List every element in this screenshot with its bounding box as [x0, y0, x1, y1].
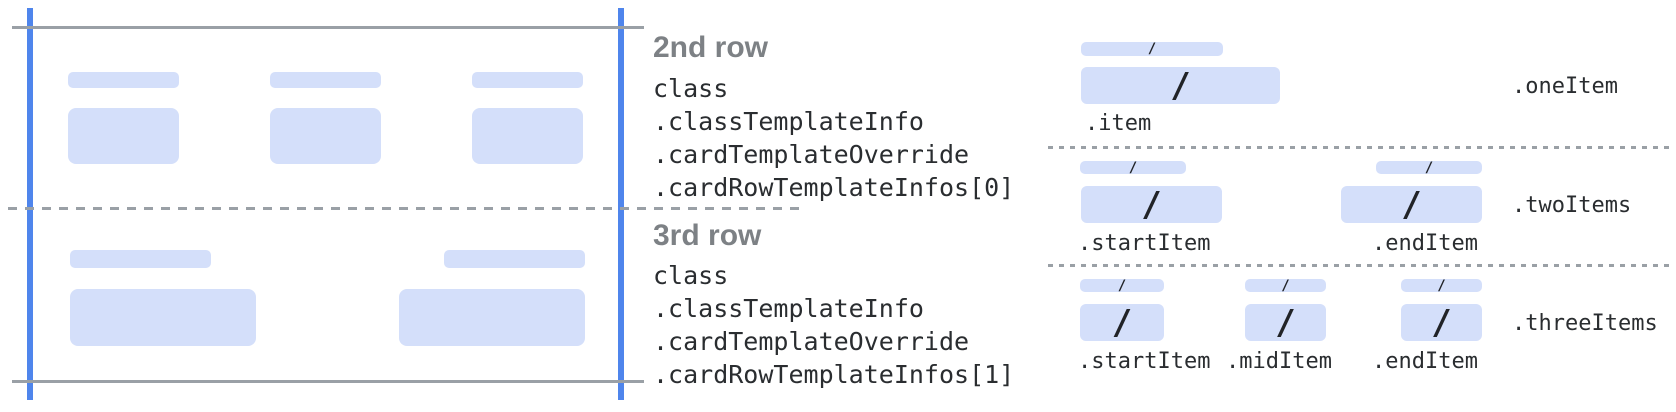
- code-line: .cardRowTemplateInfos[1]: [653, 360, 1015, 389]
- three-items-template-label: .threeItems: [1512, 311, 1658, 336]
- slash-placeholder: /: [1275, 302, 1296, 343]
- slash-placeholder: /: [1170, 65, 1191, 106]
- slash-placeholder: /: [1437, 277, 1446, 294]
- slash-placeholder: /: [1281, 277, 1290, 294]
- slash-placeholder: /: [1128, 159, 1138, 176]
- row-divider-dashed-line: [8, 207, 802, 210]
- row3-col1-value-block: [70, 289, 256, 346]
- card-template-mock: [0, 0, 810, 412]
- card-bottom-boundary-line: [12, 380, 644, 383]
- end-item-label: .endItem: [1372, 231, 1478, 256]
- code-line: .classTemplateInfo: [653, 107, 924, 136]
- template-divider-dashed-line: [1048, 264, 1674, 267]
- three-items-start-label-bar: /: [1080, 277, 1164, 294]
- two-items-end-value-bar: /: [1341, 186, 1482, 223]
- three-items-end-label-bar: /: [1401, 277, 1482, 294]
- item-label: .item: [1085, 111, 1152, 136]
- card-left-guide-line: [27, 8, 33, 400]
- row2-code-block: class .classTemplateInfo .cardTemplateOv…: [653, 72, 1014, 204]
- row2-heading: 2nd row: [653, 31, 769, 64]
- code-line: .classTemplateInfo: [653, 294, 924, 323]
- slash-placeholder: /: [1401, 184, 1422, 225]
- code-line: .cardTemplateOverride: [653, 140, 970, 169]
- row2-col3-value-block: [472, 108, 583, 164]
- three-items-mid-value-bar: /: [1245, 304, 1326, 341]
- two-items-start-value-bar: /: [1081, 186, 1222, 223]
- one-item-value-bar: /: [1081, 67, 1280, 104]
- template-divider-dashed-line: [1048, 146, 1674, 149]
- slash-placeholder: /: [1424, 159, 1434, 176]
- code-line: class: [653, 74, 729, 103]
- row2-col3-label-bar: [472, 72, 583, 88]
- card-top-boundary-line: [12, 26, 644, 29]
- start-item-label: .startItem: [1078, 349, 1211, 374]
- card-right-guide-line: [618, 8, 624, 400]
- two-items-end-label-bar: /: [1376, 159, 1482, 176]
- row3-col1-label-bar: [70, 250, 211, 268]
- two-items-start-label-bar: /: [1080, 159, 1186, 176]
- slash-placeholder: /: [1141, 184, 1162, 225]
- code-line: .cardRowTemplateInfos[0]: [653, 173, 1015, 202]
- end-item-label: .endItem: [1372, 349, 1478, 374]
- start-item-label: .startItem: [1078, 231, 1211, 256]
- code-line: class: [653, 261, 729, 290]
- slash-placeholder: /: [1117, 277, 1127, 294]
- row2-col1-label-bar: [68, 72, 179, 88]
- row3-col2-value-block: [399, 289, 585, 346]
- slash-placeholder: /: [1111, 302, 1133, 343]
- row3-heading: 3rd row: [653, 219, 762, 252]
- three-items-mid-label-bar: /: [1245, 277, 1326, 294]
- mid-item-label: .midItem: [1226, 349, 1332, 374]
- one-item-label-bar: /: [1081, 42, 1223, 56]
- row3-col2-label-bar: [444, 250, 585, 268]
- row2-col2-label-bar: [270, 72, 381, 88]
- row2-col2-value-block: [270, 108, 381, 164]
- code-line: .cardTemplateOverride: [653, 327, 970, 356]
- three-items-end-value-bar: /: [1401, 304, 1482, 341]
- row2-col1-value-block: [68, 108, 179, 164]
- slash-placeholder: /: [1431, 302, 1452, 343]
- row3-code-block: class .classTemplateInfo .cardTemplateOv…: [653, 259, 1014, 391]
- slash-placeholder: /: [1147, 41, 1157, 57]
- one-item-template-label: .oneItem: [1512, 74, 1618, 99]
- three-items-start-value-bar: /: [1080, 304, 1164, 341]
- two-items-template-label: .twoItems: [1512, 193, 1632, 218]
